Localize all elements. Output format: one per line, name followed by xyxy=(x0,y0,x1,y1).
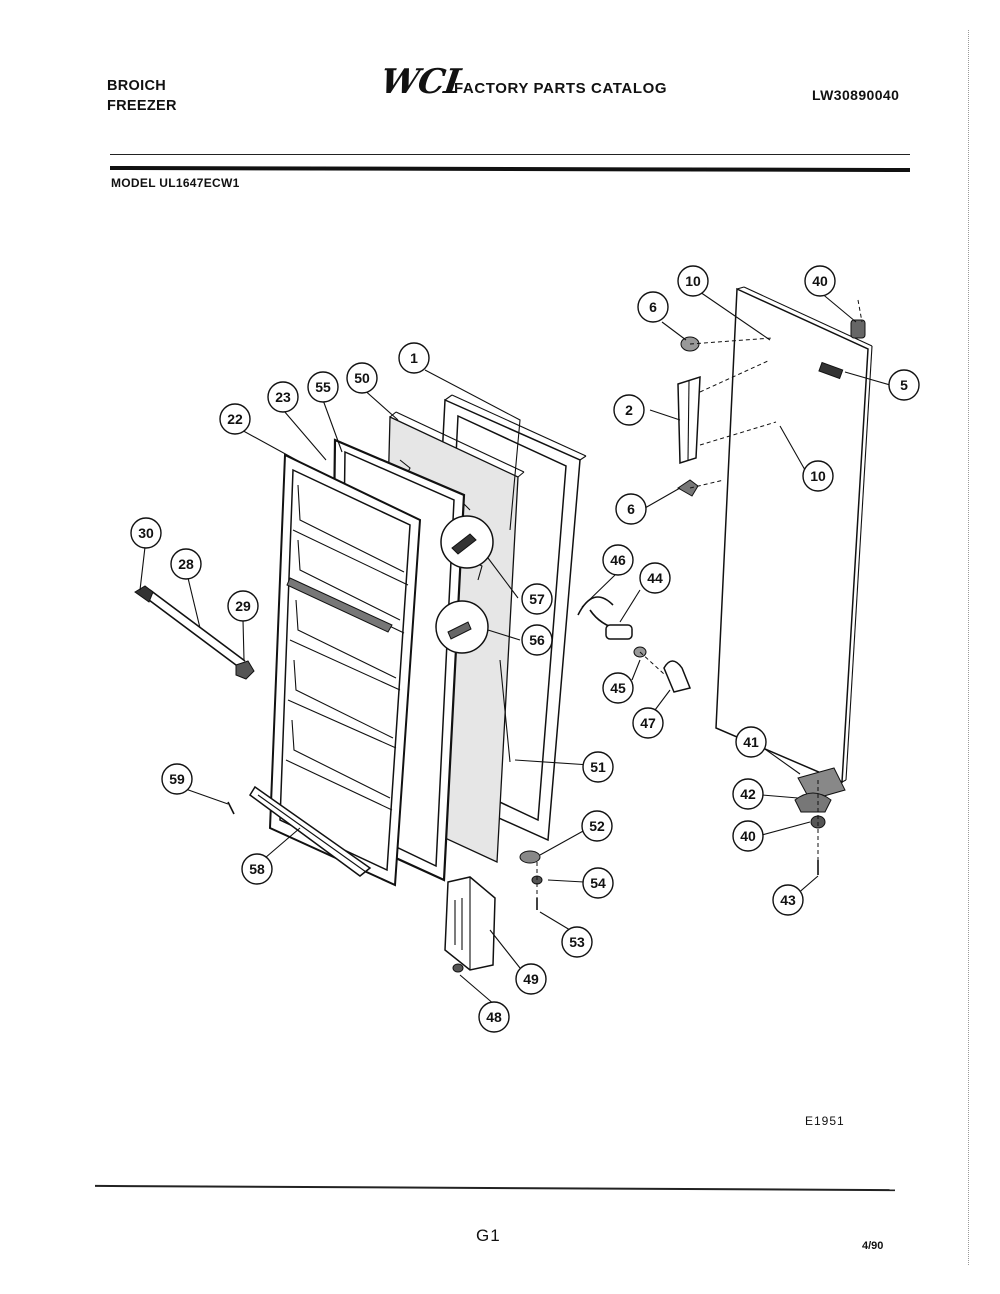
callout-45: 45 xyxy=(602,672,634,704)
svg-text:6: 6 xyxy=(627,501,635,517)
brand-block: BROICH FREEZER xyxy=(107,76,177,116)
svg-text:10: 10 xyxy=(685,273,701,289)
leader-lines xyxy=(139,291,891,1006)
callout-59: 59 xyxy=(161,763,193,795)
callout-6-top: 6 xyxy=(637,291,669,323)
svg-text:1: 1 xyxy=(410,350,418,366)
callout-50: 50 xyxy=(346,362,378,394)
callout-10-top: 10 xyxy=(677,265,709,297)
svg-text:52: 52 xyxy=(589,818,605,834)
svg-text:47: 47 xyxy=(640,715,656,731)
callout-40-bottom: 40 xyxy=(732,820,764,852)
document-number: LW30890040 xyxy=(812,87,900,103)
svg-text:43: 43 xyxy=(780,892,796,908)
svg-text:40: 40 xyxy=(740,828,756,844)
svg-text:57: 57 xyxy=(529,591,545,607)
callout-5: 5 xyxy=(888,369,920,401)
callout-51: 51 xyxy=(582,751,614,783)
brand-name: BROICH xyxy=(107,78,166,94)
svg-text:28: 28 xyxy=(178,556,194,572)
callout-40-top: 40 xyxy=(804,265,836,297)
callout-52: 52 xyxy=(581,810,613,842)
callout-22: 22 xyxy=(219,403,251,435)
drawing-code: E1951 xyxy=(805,1114,845,1128)
callout-57: 57 xyxy=(521,583,553,615)
svg-text:10: 10 xyxy=(810,468,826,484)
catalog-date: 4/90 xyxy=(862,1240,884,1252)
svg-text:22: 22 xyxy=(227,411,243,427)
svg-text:5: 5 xyxy=(900,377,908,393)
svg-text:49: 49 xyxy=(523,971,539,987)
header-rule-thin xyxy=(110,154,910,155)
callout-6-mid: 6 xyxy=(615,493,647,525)
callout-55: 55 xyxy=(307,371,339,403)
kickplate xyxy=(248,785,372,877)
svg-text:54: 54 xyxy=(590,875,606,891)
callout-48: 48 xyxy=(478,1001,510,1033)
shelf-bar-assembly xyxy=(134,585,255,680)
callout-46: 46 xyxy=(602,544,634,576)
svg-text:44: 44 xyxy=(647,570,663,586)
svg-text:30: 30 xyxy=(138,525,154,541)
callout-29: 29 xyxy=(227,590,259,622)
callout-1: 1 xyxy=(398,342,430,374)
model-number: MODEL UL1647ECW1 xyxy=(111,176,240,190)
svg-text:23: 23 xyxy=(275,389,291,405)
callout-42: 42 xyxy=(732,778,764,810)
outer-door-panel xyxy=(715,286,873,784)
svg-text:59: 59 xyxy=(169,771,185,787)
svg-text:51: 51 xyxy=(590,759,606,775)
callout-41: 41 xyxy=(735,726,767,758)
callout-30: 30 xyxy=(130,517,162,549)
scan-edge xyxy=(968,30,969,1265)
svg-text:53: 53 xyxy=(569,934,585,950)
svg-text:2: 2 xyxy=(625,402,633,418)
svg-text:58: 58 xyxy=(249,861,265,877)
svg-text:40: 40 xyxy=(812,273,828,289)
callout-2: 2 xyxy=(613,394,645,426)
product-type: FREEZER xyxy=(107,98,177,114)
svg-text:6: 6 xyxy=(649,299,657,315)
part-callouts: 10 40 6 1 5 50 55 23 2 22 10 6 30 28 46 … xyxy=(130,265,920,1033)
svg-text:29: 29 xyxy=(235,598,251,614)
callout-10-mid: 10 xyxy=(802,460,834,492)
svg-text:45: 45 xyxy=(610,680,626,696)
svg-text:50: 50 xyxy=(354,370,370,386)
callout-53: 53 xyxy=(561,926,593,958)
hinge-cover xyxy=(444,876,496,971)
assembly-guides xyxy=(536,299,863,900)
callout-54: 54 xyxy=(582,867,614,899)
catalog-title: FACTORY PARTS CATALOG xyxy=(454,80,668,97)
callout-49: 49 xyxy=(515,963,547,995)
svg-text:46: 46 xyxy=(610,552,626,568)
inner-door-liner xyxy=(268,453,422,887)
callout-56: 56 xyxy=(521,624,553,656)
callout-58: 58 xyxy=(241,853,273,885)
page-number: G1 xyxy=(476,1226,501,1245)
svg-text:55: 55 xyxy=(315,379,331,395)
detail-magnifiers xyxy=(435,515,494,654)
callout-28: 28 xyxy=(170,548,202,580)
callout-44: 44 xyxy=(639,562,671,594)
callout-23: 23 xyxy=(267,381,299,413)
callout-43: 43 xyxy=(772,884,804,916)
door-handle xyxy=(677,375,701,465)
callout-47: 47 xyxy=(632,707,664,739)
svg-text:42: 42 xyxy=(740,786,756,802)
svg-text:56: 56 xyxy=(529,632,545,648)
svg-text:48: 48 xyxy=(486,1009,502,1025)
svg-text:41: 41 xyxy=(743,734,759,750)
